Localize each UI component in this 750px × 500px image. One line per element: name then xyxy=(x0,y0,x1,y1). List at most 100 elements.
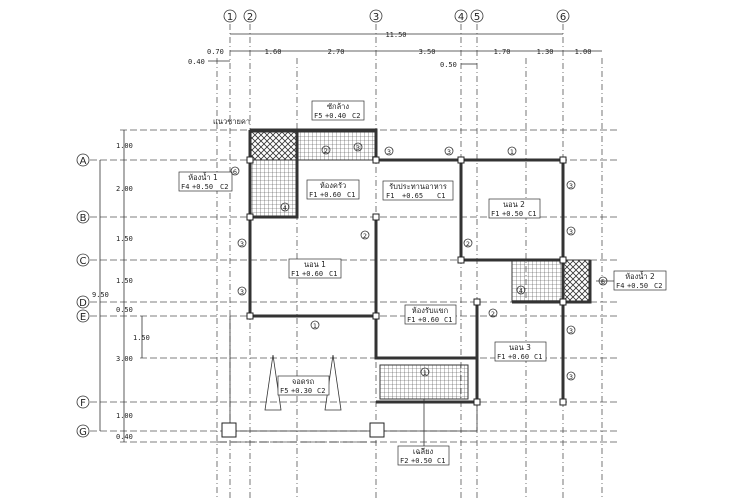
column-axes: 1 2 3 4 5 6 xyxy=(223,9,570,23)
svg-text:F1: F1 xyxy=(491,210,499,218)
row-axis-B: B xyxy=(76,210,90,224)
tag-3: 3 xyxy=(237,238,247,248)
svg-text:ห้องครัว: ห้องครัว xyxy=(320,181,346,190)
svg-text:2: 2 xyxy=(247,12,253,23)
svg-text:F1: F1 xyxy=(407,316,415,324)
svg-text:F1: F1 xyxy=(291,270,299,278)
svg-text:2.00: 2.00 xyxy=(116,185,133,193)
svg-text:C: C xyxy=(80,256,87,267)
svg-text:6: 6 xyxy=(233,168,237,176)
row-axis-G: G xyxy=(76,424,90,438)
svg-text:C1: C1 xyxy=(534,353,542,361)
svg-text:0.50: 0.50 xyxy=(116,306,133,314)
svg-text:0.40: 0.40 xyxy=(188,58,205,66)
svg-text:4: 4 xyxy=(283,204,287,212)
svg-text:F1: F1 xyxy=(309,191,317,199)
tag-6: 6 xyxy=(598,276,608,286)
svg-text:C1: C1 xyxy=(347,191,355,199)
tag-1: 1 xyxy=(420,367,430,377)
svg-text:0.70: 0.70 xyxy=(207,48,224,56)
column-axis-4: 4 xyxy=(454,9,468,23)
svg-text:D: D xyxy=(79,298,87,309)
tag-2: 2 xyxy=(321,145,331,155)
svg-text:6: 6 xyxy=(601,278,605,286)
svg-text:1: 1 xyxy=(423,369,427,377)
svg-text:F5: F5 xyxy=(280,387,288,395)
svg-text:B: B xyxy=(80,213,87,224)
svg-text:0.40: 0.40 xyxy=(116,433,133,441)
svg-text:C1: C1 xyxy=(437,192,445,200)
tag-2: 2 xyxy=(360,230,370,240)
column-axis-5: 5 xyxy=(470,9,484,23)
svg-text:2: 2 xyxy=(466,240,470,248)
svg-text:2: 2 xyxy=(491,310,495,318)
svg-text:รับประทานอาหาร: รับประทานอาหาร xyxy=(389,182,447,191)
svg-text:+0.65: +0.65 xyxy=(402,192,423,200)
svg-text:F4: F4 xyxy=(616,282,624,290)
svg-text:F1: F1 xyxy=(497,353,505,361)
svg-text:+0.30: +0.30 xyxy=(291,387,312,395)
tag-2: 2 xyxy=(488,308,498,318)
svg-text:เฉลียง: เฉลียง xyxy=(413,447,434,456)
top-dimensions: 11.50 0.70 1.60 2.70 3.50 1.70 1.30 1.00… xyxy=(188,31,602,69)
svg-text:C2: C2 xyxy=(352,112,360,120)
svg-text:F2: F2 xyxy=(400,457,408,465)
tag-3: 3 xyxy=(237,286,247,296)
svg-text:1: 1 xyxy=(510,148,514,156)
svg-text:C1: C1 xyxy=(528,210,536,218)
svg-text:1.50: 1.50 xyxy=(133,334,150,342)
svg-text:+0.40: +0.40 xyxy=(325,112,346,120)
svg-text:F5: F5 xyxy=(314,112,322,120)
svg-text:2: 2 xyxy=(363,232,367,240)
row-axes: A B C D E F G xyxy=(76,153,90,438)
svg-text:C1: C1 xyxy=(444,316,452,324)
svg-text:+0.60: +0.60 xyxy=(302,270,323,278)
svg-text:5: 5 xyxy=(474,12,480,23)
svg-text:3: 3 xyxy=(240,288,244,296)
svg-text:A: A xyxy=(80,156,87,167)
svg-text:นอน 2: นอน 2 xyxy=(503,200,525,209)
svg-text:ห้องน้ำ 2: ห้องน้ำ 2 xyxy=(625,271,655,281)
svg-text:1.00: 1.00 xyxy=(575,48,592,56)
row-axis-D: D xyxy=(76,295,90,309)
svg-text:C2: C2 xyxy=(654,282,662,290)
svg-text:3: 3 xyxy=(356,144,360,152)
svg-text:3: 3 xyxy=(240,240,244,248)
svg-text:3: 3 xyxy=(569,373,573,381)
svg-text:+0.60: +0.60 xyxy=(320,191,341,199)
row-axis-C: C xyxy=(76,253,90,267)
svg-text:3: 3 xyxy=(569,327,573,335)
svg-text:1.50: 1.50 xyxy=(116,235,133,243)
svg-text:1: 1 xyxy=(313,322,317,330)
svg-text:2.70: 2.70 xyxy=(328,48,345,56)
svg-text:E: E xyxy=(80,312,86,323)
svg-text:4: 4 xyxy=(458,12,464,23)
tag-6: 6 xyxy=(230,166,240,176)
svg-text:+0.60: +0.60 xyxy=(508,353,529,361)
svg-text:1.50: 1.50 xyxy=(116,277,133,285)
svg-text:+0.50: +0.50 xyxy=(192,183,213,191)
tag-3: 3 xyxy=(566,180,576,190)
svg-text:+0.60: +0.60 xyxy=(418,316,439,324)
row-axis-E: E xyxy=(76,309,90,323)
svg-text:1.60: 1.60 xyxy=(265,48,282,56)
svg-text:4: 4 xyxy=(519,287,523,295)
svg-text:3.00: 3.00 xyxy=(116,355,133,363)
svg-text:3: 3 xyxy=(387,148,391,156)
svg-text:1.70: 1.70 xyxy=(494,48,511,56)
tag-4: 4 xyxy=(516,285,526,295)
svg-text:C2: C2 xyxy=(220,183,228,191)
svg-text:6: 6 xyxy=(560,12,566,23)
svg-text:1: 1 xyxy=(227,12,233,23)
tag-2: 2 xyxy=(463,238,473,248)
column-axis-3: 3 xyxy=(369,9,383,23)
column-axis-2: 2 xyxy=(243,9,257,23)
left-dimensions: 1.00 2.00 1.50 1.50 0.50 3.00 1.00 0.40 … xyxy=(92,130,150,442)
